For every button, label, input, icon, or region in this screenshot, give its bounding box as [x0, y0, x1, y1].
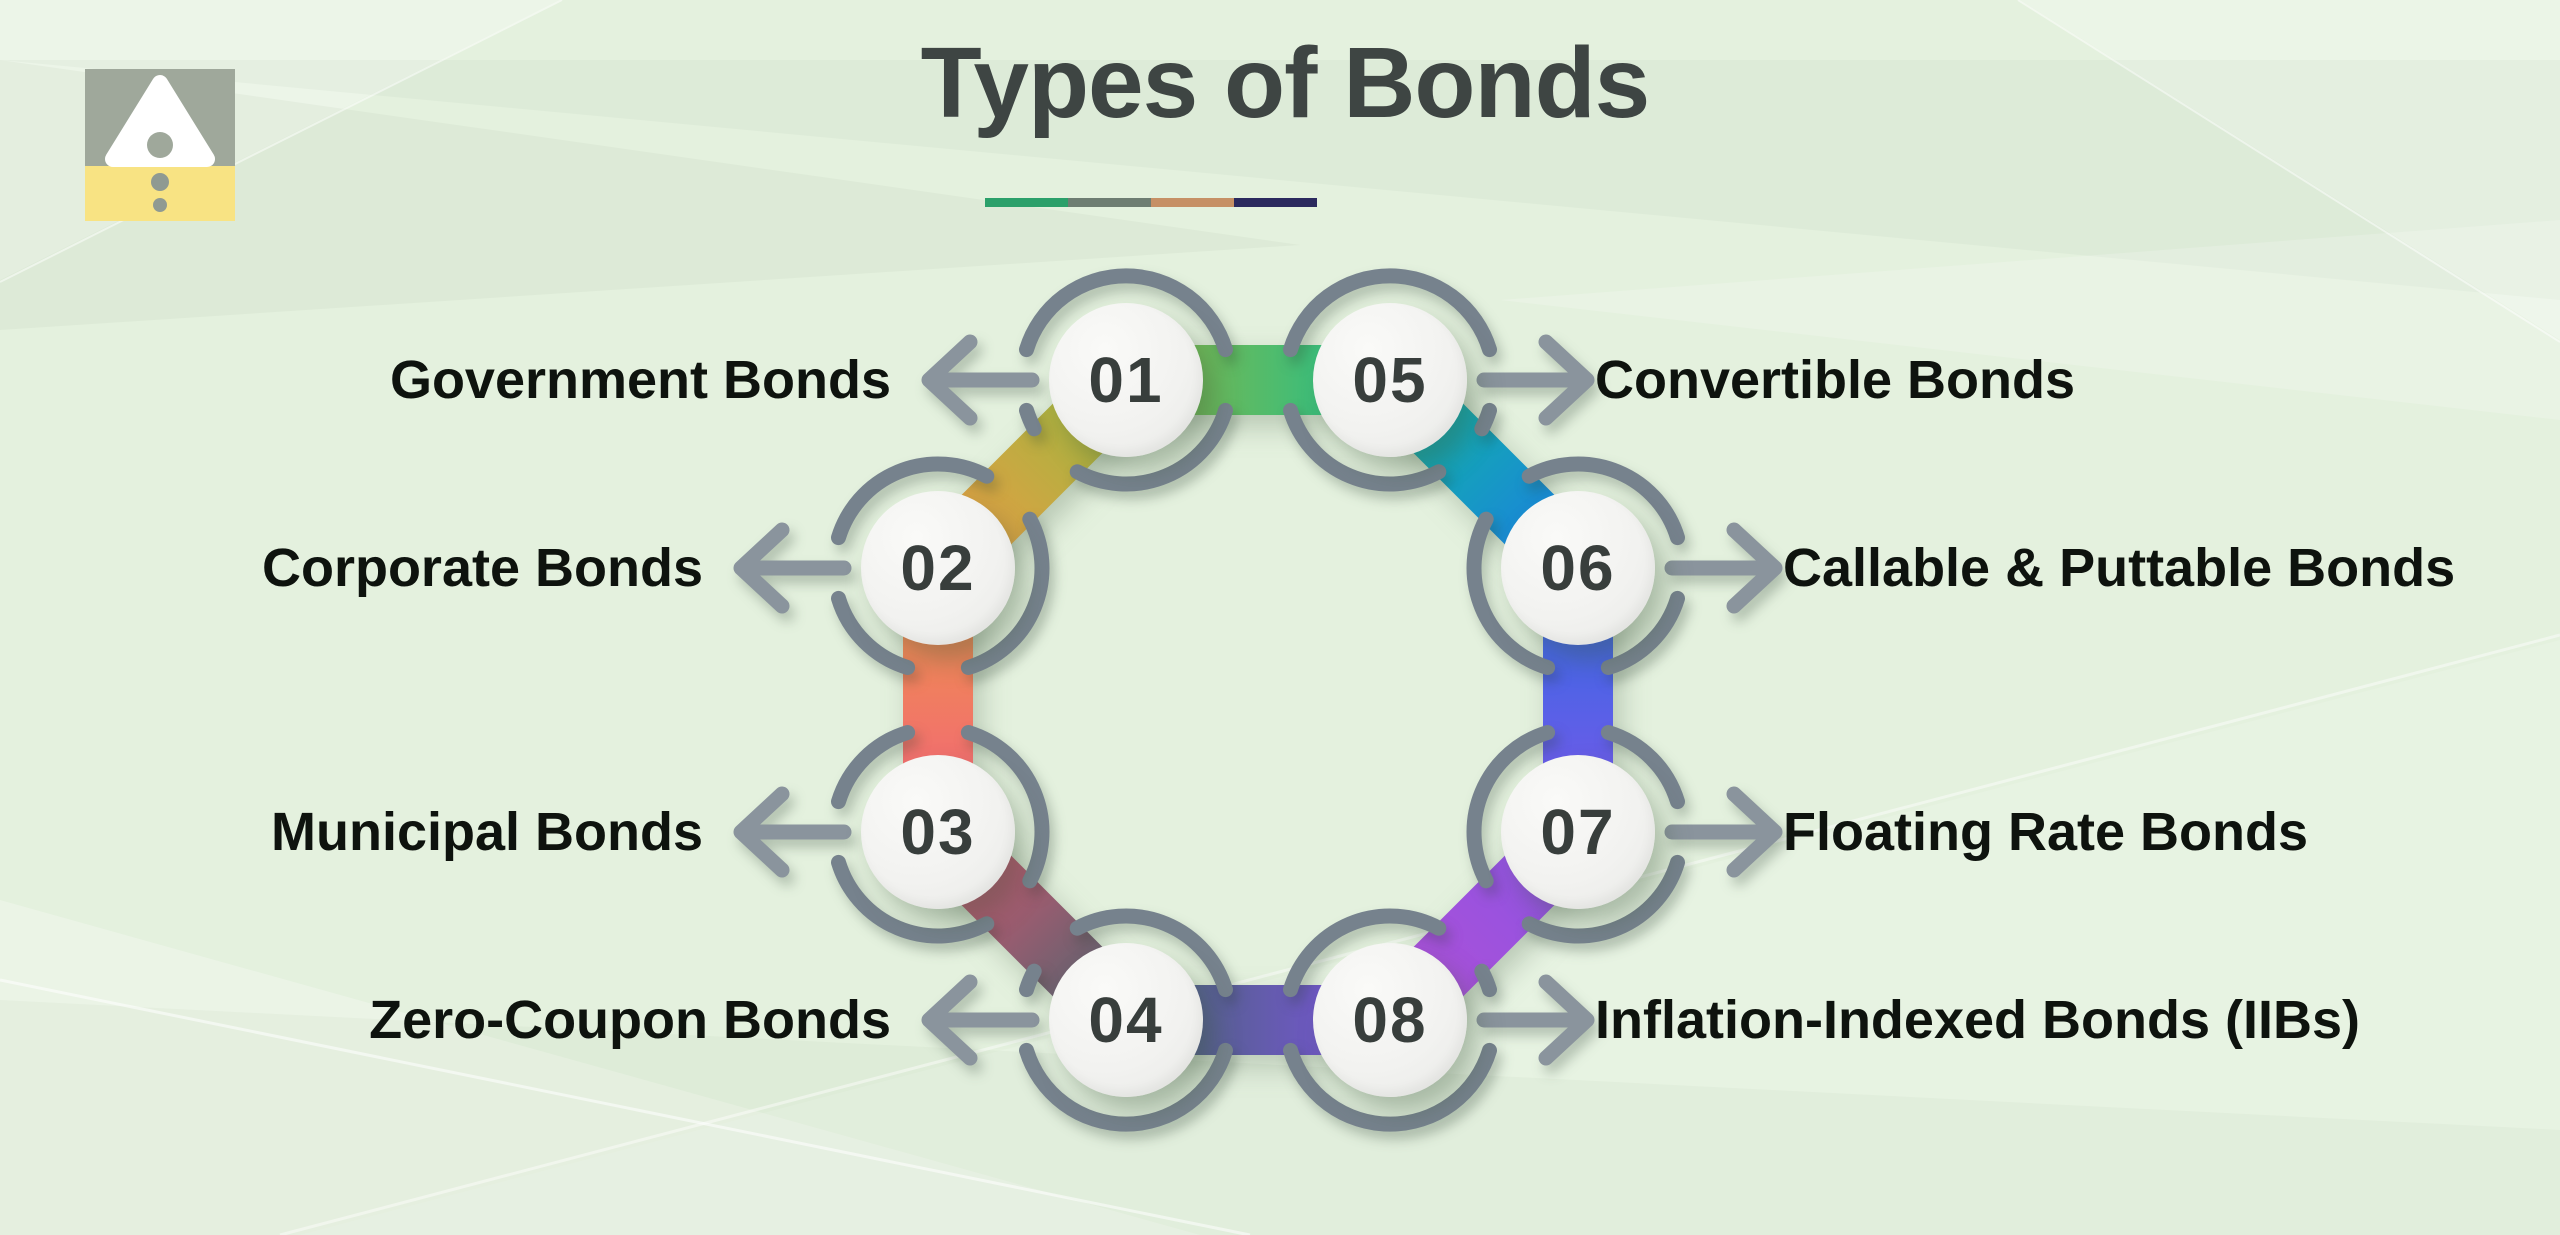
node-04: 04 [916, 810, 1336, 1230]
ring-and-arrow-right-icon [1283, 268, 1595, 492]
node-05-bubble: 05 [1313, 303, 1467, 457]
label-zero-coupon-bonds: Zero-Coupon Bonds [369, 990, 891, 1050]
page-title: Types of Bonds [920, 27, 1651, 139]
node-03: 03 [728, 622, 1148, 1042]
node-05: 05 [1180, 170, 1600, 590]
label-government-bonds: Government Bonds [389, 350, 891, 410]
logo [85, 69, 235, 221]
node-01: 01 [916, 170, 1336, 590]
node-07: 07 [1368, 622, 1788, 1042]
underline-segment-green [985, 198, 1068, 207]
node-06-bubble: 06 [1501, 491, 1655, 645]
node-07-bubble: 07 [1501, 755, 1655, 909]
underline-segment-gray [1068, 198, 1151, 207]
node-08-bubble: 08 [1313, 943, 1467, 1097]
label-floating-rate-bonds: Floating Rate Bonds [1783, 802, 2308, 862]
node-02-bubble: 02 [861, 491, 1015, 645]
node-08: 08 [1180, 810, 1600, 1230]
label-inflation-indexed-bonds: Inflation-Indexed Bonds (IIBs) [1595, 990, 2360, 1050]
underline-segment-tan [1151, 198, 1234, 207]
node-03-bubble: 03 [861, 755, 1015, 909]
node-02: 02 [728, 358, 1148, 778]
label-corporate-bonds: Corporate Bonds [261, 538, 703, 598]
node-01-bubble: 01 [1049, 303, 1203, 457]
ring-and-arrow-left-icon [921, 268, 1233, 492]
node-04-bubble: 04 [1049, 943, 1203, 1097]
triangle-exclaim-icon [105, 75, 215, 212]
node-07-number: 07 [1540, 796, 1616, 868]
ring-and-arrow-left-icon [733, 725, 1050, 944]
node-02-number: 02 [900, 532, 976, 604]
node-06: 06 [1368, 358, 1788, 778]
label-callable-puttable-bonds: Callable & Puttable Bonds [1783, 538, 2456, 598]
title-underline [985, 198, 1317, 207]
label-municipal-bonds: Municipal Bonds [271, 802, 703, 862]
node-03-number: 03 [900, 796, 976, 868]
ring-and-arrow-right-icon [1283, 908, 1595, 1132]
node-05-number: 05 [1352, 344, 1428, 416]
node-01-number: 01 [1088, 344, 1164, 416]
ring-and-arrow-left-icon [733, 456, 1050, 675]
node-06-number: 06 [1540, 532, 1616, 604]
underline-segment-navy [1234, 198, 1317, 207]
label-convertible-bonds: Convertible Bonds [1595, 350, 2076, 410]
ring-and-arrow-right-icon [1466, 725, 1783, 944]
node-08-number: 08 [1352, 984, 1428, 1056]
ring-and-arrow-right-icon [1466, 456, 1783, 675]
node-04-number: 04 [1088, 984, 1164, 1056]
ring-and-arrow-left-icon [921, 908, 1233, 1132]
